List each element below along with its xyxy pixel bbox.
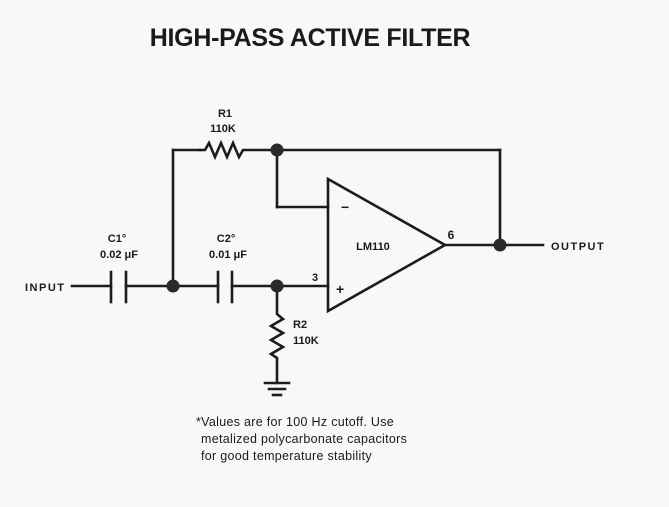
junction-node-c1-c2 xyxy=(166,279,180,293)
c1-name-label: C1° xyxy=(108,233,126,245)
diagram-title: HIGH-PASS ACTIVE FILTER xyxy=(150,24,471,52)
noninverting-symbol: + xyxy=(336,281,344,297)
c2-name-label: C2° xyxy=(217,233,235,245)
inverting-symbol: − xyxy=(341,199,349,215)
opamp-lm110 xyxy=(326,176,448,314)
r2-name-label: R2 xyxy=(293,319,307,331)
footnote-line-3: for good temperature stability xyxy=(201,449,372,463)
footnote-line-2: metalized polycarbonate capacitors xyxy=(201,432,407,446)
junction-node-output xyxy=(493,238,507,252)
capacitor-c1 xyxy=(109,270,175,304)
footnote-line-1: *Values are for 100 Hz cutoff. Use xyxy=(196,415,394,429)
opamp-name-label: LM110 xyxy=(356,241,390,253)
output-label: OUTPUT xyxy=(551,241,605,253)
input-label: INPUT xyxy=(25,282,66,294)
resistor-r1 xyxy=(198,139,279,161)
ground-icon xyxy=(263,381,291,397)
c2-value-label: 0.01 μF xyxy=(209,249,247,261)
resistor-r2 xyxy=(268,284,286,385)
feedback-wire-top xyxy=(275,148,502,247)
c1-value-label: 0.02 μF xyxy=(100,249,138,261)
footnote: *Values are for 100 Hz cutoff. Use metal… xyxy=(196,415,407,463)
pin-3-label: 3 xyxy=(312,272,318,284)
pin-6-label: 6 xyxy=(448,228,455,242)
r1-name-label: R1 xyxy=(218,108,232,120)
capacitor-c2 xyxy=(171,270,279,304)
r1-value-label: 110K xyxy=(210,123,236,135)
feedback-wire-left xyxy=(171,148,202,288)
r2-value-label: 110K xyxy=(293,335,319,347)
inverting-input-wire xyxy=(275,148,330,209)
junction-node-r1-inverting xyxy=(270,143,284,157)
junction-node-c2-r2 xyxy=(270,279,284,293)
